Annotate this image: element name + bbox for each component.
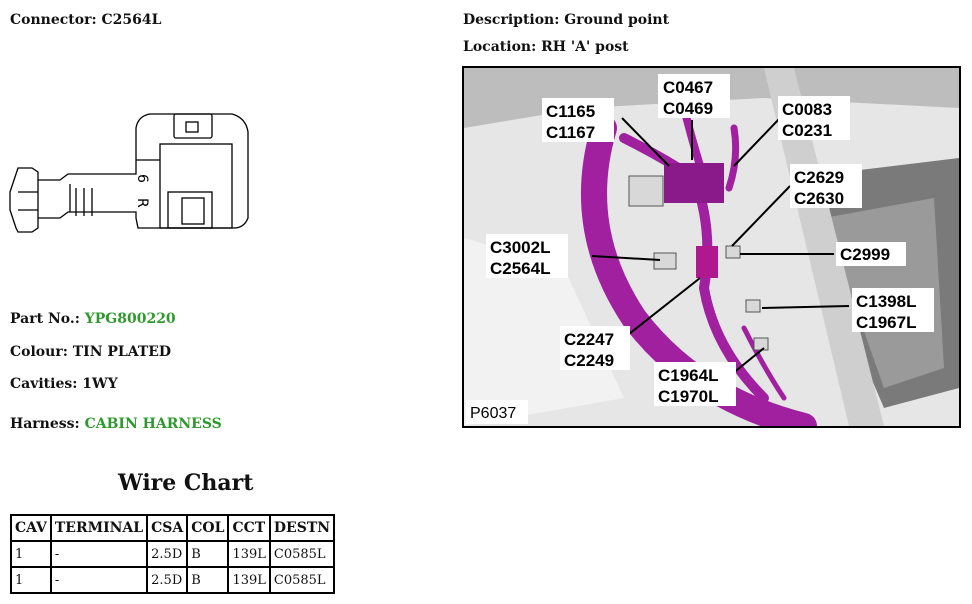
header-csa: CSA — [146, 514, 189, 542]
table-row: 1 - 2.5D B 139L C0585L — [10, 566, 336, 594]
callout-c0231: C0231 — [782, 121, 832, 140]
callout-c0083: C0083 — [782, 100, 832, 119]
cell-cct: 139L — [227, 540, 271, 568]
connector-line: Connector: C2564L — [10, 12, 161, 28]
cell-cav: 1 — [10, 566, 52, 594]
location-label: Location: — [463, 39, 537, 55]
connector-drawing: 6 R — [9, 113, 249, 233]
callout-c2999: C2999 — [840, 245, 890, 264]
part-label: Part No.: — [10, 311, 80, 327]
header-cav: CAV — [10, 514, 52, 542]
cell-terminal: - — [49, 540, 149, 568]
cavities-value: 1WY — [82, 376, 118, 392]
cell-csa: 2.5D — [146, 566, 189, 594]
description-line: Description: Ground point — [463, 12, 669, 28]
harness-line: Harness: CABIN HARNESS — [10, 416, 222, 432]
harness-label: Harness: — [10, 416, 80, 432]
callout-c2564l: C2564L — [490, 259, 550, 278]
callout-c0467: C0467 — [663, 78, 713, 97]
connector-value: C2564L — [101, 12, 162, 28]
cell-csa: 2.5D — [146, 540, 189, 568]
callout-c2629: C2629 — [794, 168, 844, 187]
callout-c1398l: C1398L — [856, 292, 916, 311]
cell-terminal: - — [49, 566, 149, 594]
wire-chart-title: Wire Chart — [118, 470, 254, 496]
location-line: Location: RH 'A' post — [463, 39, 629, 55]
header-cct: CCT — [227, 514, 271, 542]
cell-cct: 139L — [227, 566, 271, 594]
callout-c0469: C0469 — [663, 99, 713, 118]
colour-value: TIN PLATED — [72, 344, 172, 360]
header-terminal: TERMINAL — [49, 514, 149, 542]
header-col: COL — [186, 514, 230, 542]
callout-c2630: C2630 — [794, 189, 844, 208]
cell-cav: 1 — [10, 540, 52, 568]
callout-c1964l: C1964L — [658, 366, 718, 385]
cavities-label: Cavities: — [10, 376, 78, 392]
cell-col: B — [186, 540, 230, 568]
callout-c1967l: C1967L — [856, 313, 916, 332]
callout-c2247: C2247 — [564, 330, 614, 349]
cell-col: B — [186, 566, 230, 594]
table-row: 1 - 2.5D B 139L C0585L — [10, 540, 336, 568]
header-destn: DESTN — [268, 514, 336, 542]
cell-destn: C0585L — [268, 566, 336, 594]
callout-c1970l: C1970L — [658, 387, 718, 406]
part-line: Part No.: YPG800220 — [10, 311, 176, 327]
location-value: RH 'A' post — [541, 39, 629, 55]
harness-value-link[interactable]: CABIN HARNESS — [84, 416, 222, 432]
callout-c2249: C2249 — [564, 351, 614, 370]
colour-line: Colour: TIN PLATED — [10, 344, 171, 360]
callout-c1167: C1167 — [546, 123, 595, 142]
location-photo: C0467 C0469 C1165 C1167 C0083 C0231 C262… — [462, 66, 961, 428]
cell-destn: C0585L — [268, 540, 336, 568]
callout-c3002l: C3002L — [490, 238, 550, 257]
callout-c1165: C1165 — [546, 102, 595, 121]
connector-label: Connector: — [10, 12, 97, 28]
part-value-link[interactable]: YPG800220 — [84, 311, 176, 327]
description-value: Ground point — [564, 12, 670, 28]
table-header-row: CAV TERMINAL CSA COL CCT DESTN — [10, 514, 336, 542]
wire-chart-table: CAV TERMINAL CSA COL CCT DESTN 1 - 2.5D … — [10, 514, 336, 594]
cavities-line: Cavities: 1WY — [10, 376, 118, 392]
drawing-mark-r: R — [134, 198, 150, 208]
photo-tag: P6037 — [470, 405, 516, 422]
description-label: Description: — [463, 12, 560, 28]
colour-label: Colour: — [10, 344, 68, 360]
drawing-mark-6: 6 — [134, 174, 150, 183]
